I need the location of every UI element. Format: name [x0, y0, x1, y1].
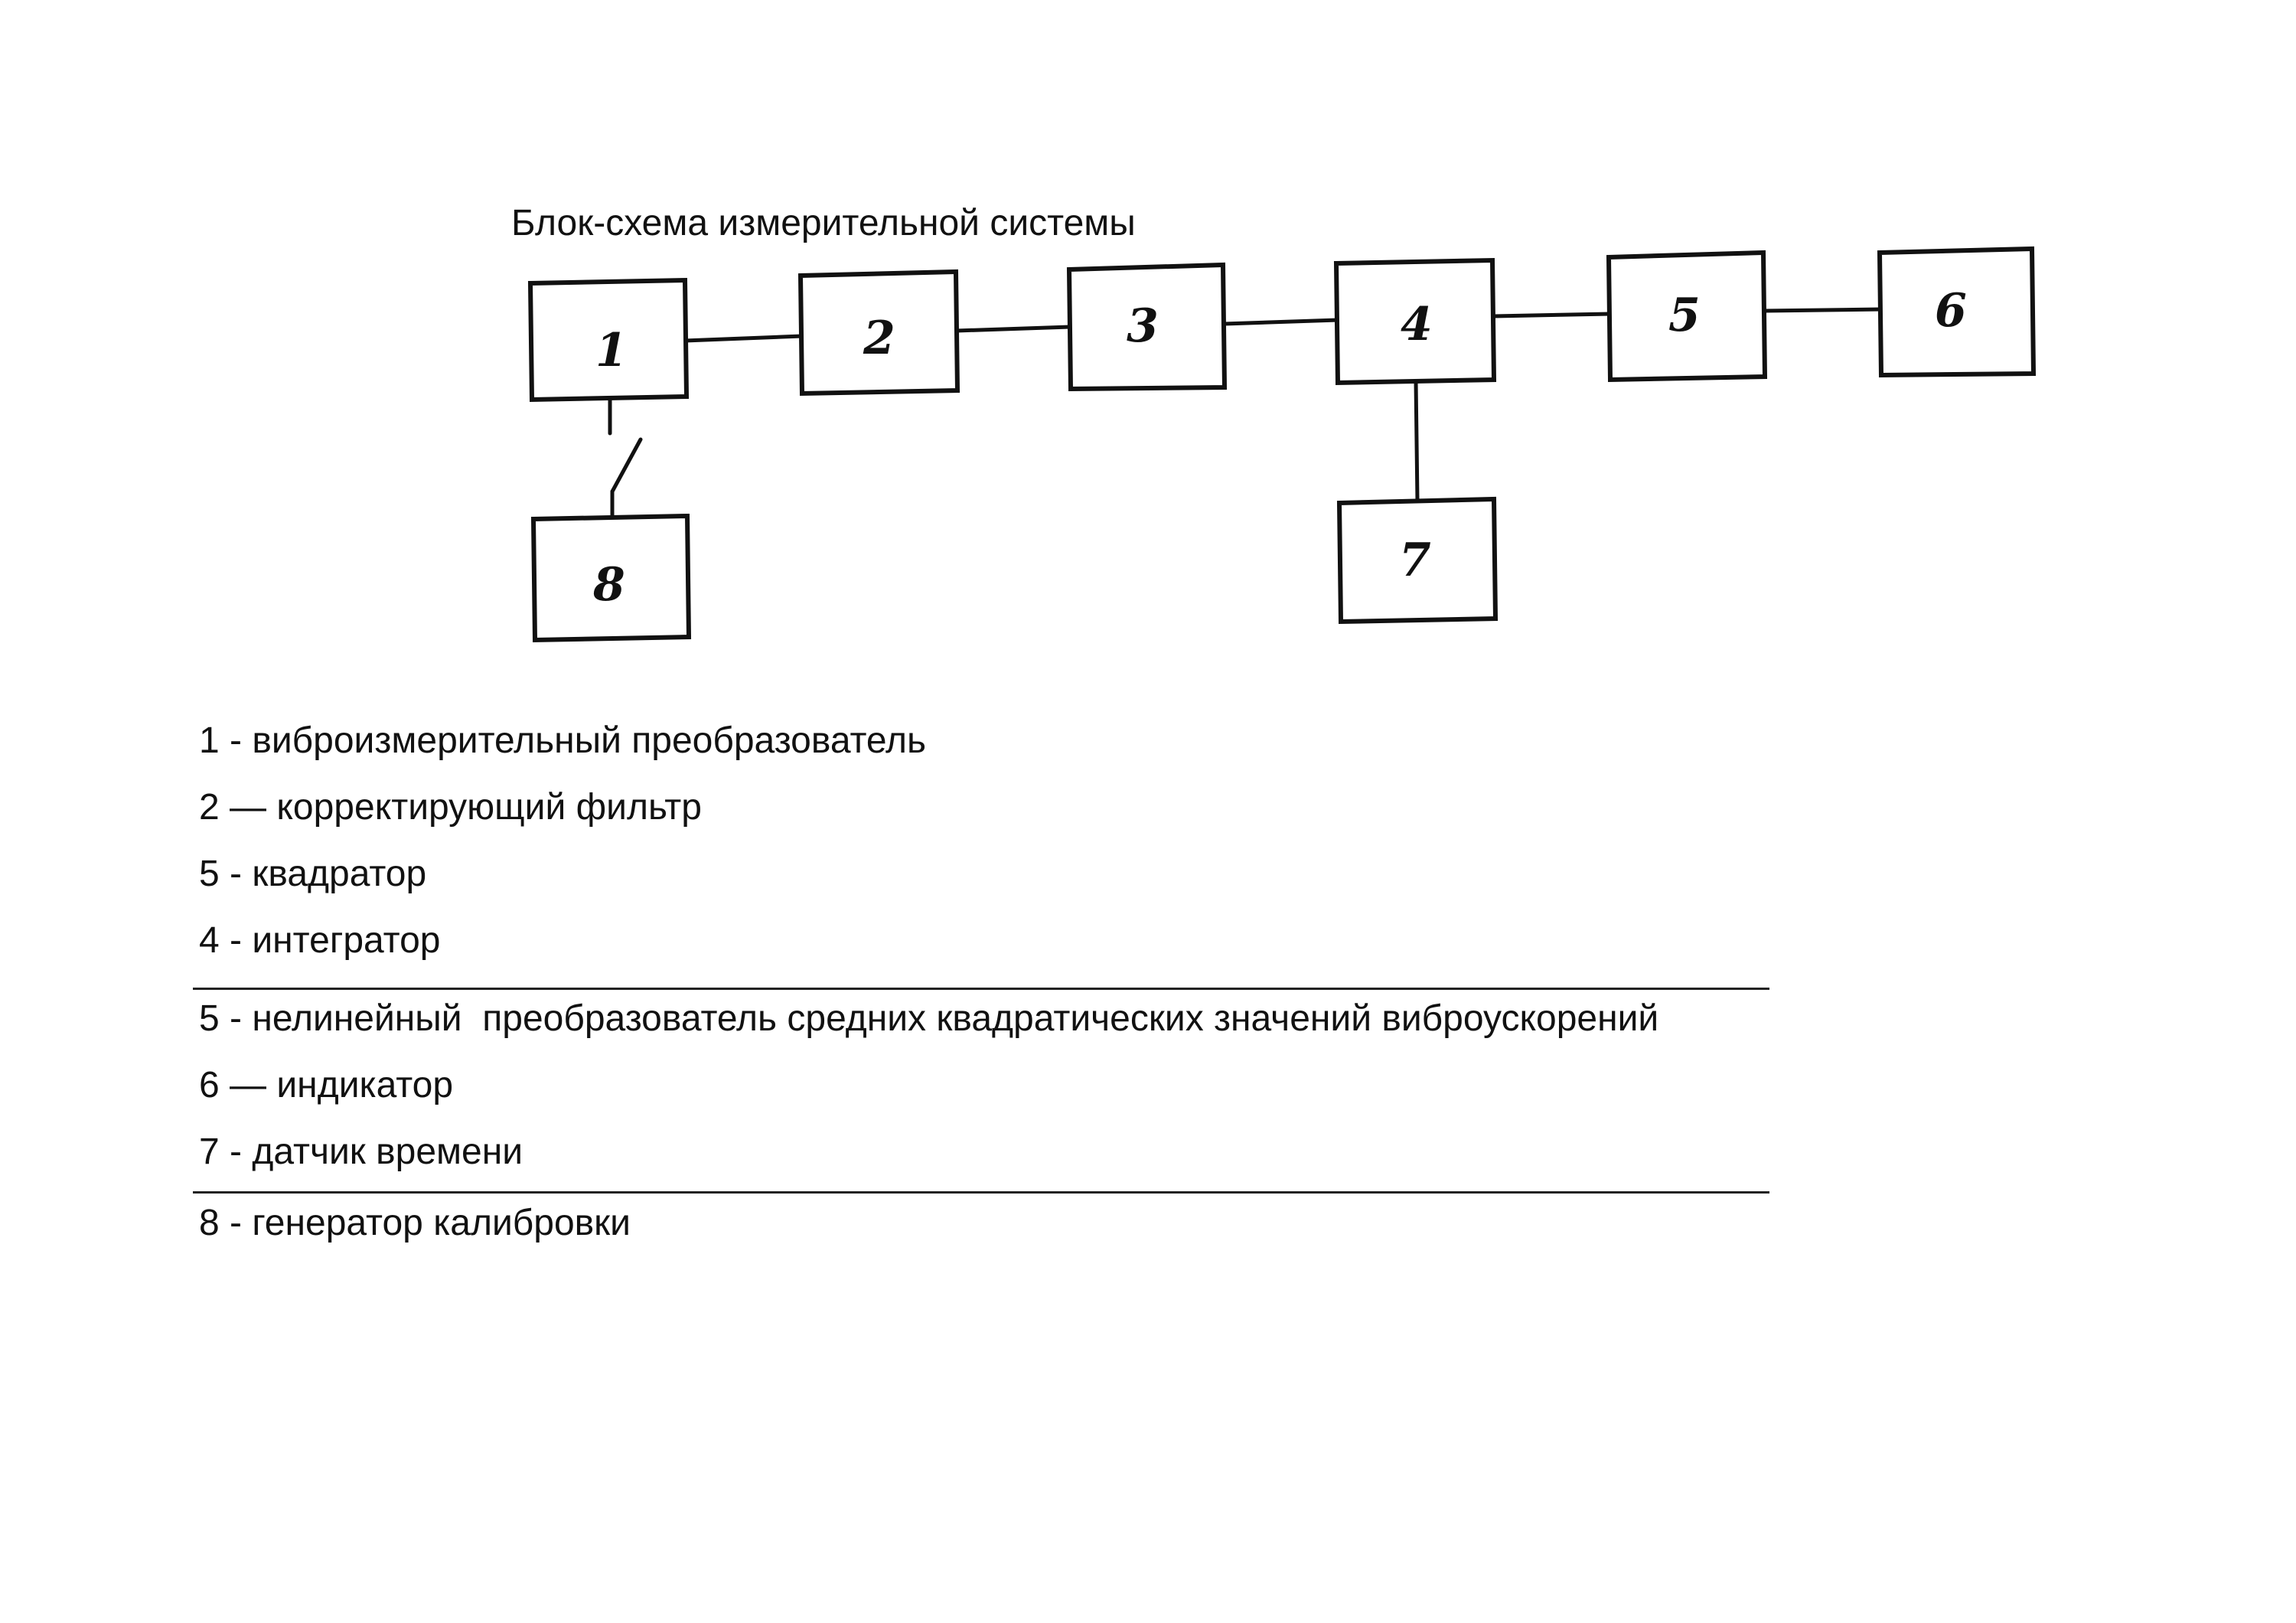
legend-item-text: 8 - генератор калибровки: [199, 1203, 631, 1243]
switch-blade: [610, 437, 643, 494]
legend-item-5: 5 - нелинейный преобразователь средних к…: [199, 996, 1658, 1042]
legend-item-2: 2 — корректирующий фильтр: [199, 785, 702, 831]
block-8-label: 8: [592, 558, 625, 612]
block-7-label: 7: [1399, 534, 1431, 587]
divider-rule-2: [193, 1191, 1769, 1194]
legend-item-text: 2 — корректирующий фильтр: [199, 787, 702, 828]
wire-1-2: [683, 334, 804, 343]
legend-item-7: 7 - датчик времени: [199, 1129, 523, 1175]
block-3-label: 3: [1127, 299, 1159, 353]
block-3: 3: [1066, 262, 1228, 392]
block-2-label: 2: [863, 312, 895, 365]
divider-rule-1: [193, 988, 1769, 990]
legend-item-text: 7 - датчик времени: [199, 1132, 523, 1172]
legend-item-text: 5 - нелинейный преобразователь средних к…: [199, 998, 1659, 1039]
block-1-label: 1: [595, 324, 628, 377]
block-4: 4: [1333, 257, 1497, 386]
block-2: 2: [797, 269, 960, 397]
block-5: 5: [1606, 250, 1768, 383]
block-4-label: 4: [1401, 298, 1433, 351]
diagram-title: Блок-схема измерительной системы: [511, 203, 1136, 243]
legend-item-text: 6 — индикатор: [199, 1065, 454, 1105]
legend-item-4: 4 - интегратор: [199, 918, 441, 964]
legend-item-8: 8 - генератор калибровки: [199, 1200, 631, 1246]
legend-item-text: 5 - квадратор: [199, 854, 427, 894]
legend-item-text: 1 - виброизмерительный преобразователь: [199, 720, 927, 761]
block-8: 8: [530, 513, 692, 643]
wire-4-5: [1492, 312, 1613, 318]
block-7: 7: [1336, 496, 1499, 625]
wire-3-4: [1222, 318, 1340, 326]
wire-2-3: [954, 325, 1072, 333]
block-1: 1: [527, 277, 690, 403]
wire-4-7: [1414, 379, 1420, 504]
legend-item-1: 1 - виброизмерительный преобразователь: [199, 718, 926, 764]
wire-5-6: [1763, 307, 1883, 313]
legend-item-text: 4 - интегратор: [199, 920, 441, 961]
block-6-label: 6: [1935, 284, 1967, 338]
block-5-label: 5: [1668, 289, 1701, 342]
legend-item-6: 6 — индикатор: [199, 1063, 453, 1109]
legend-item-3: 5 - квадратор: [199, 851, 426, 897]
block-6: 6: [1877, 246, 2037, 378]
